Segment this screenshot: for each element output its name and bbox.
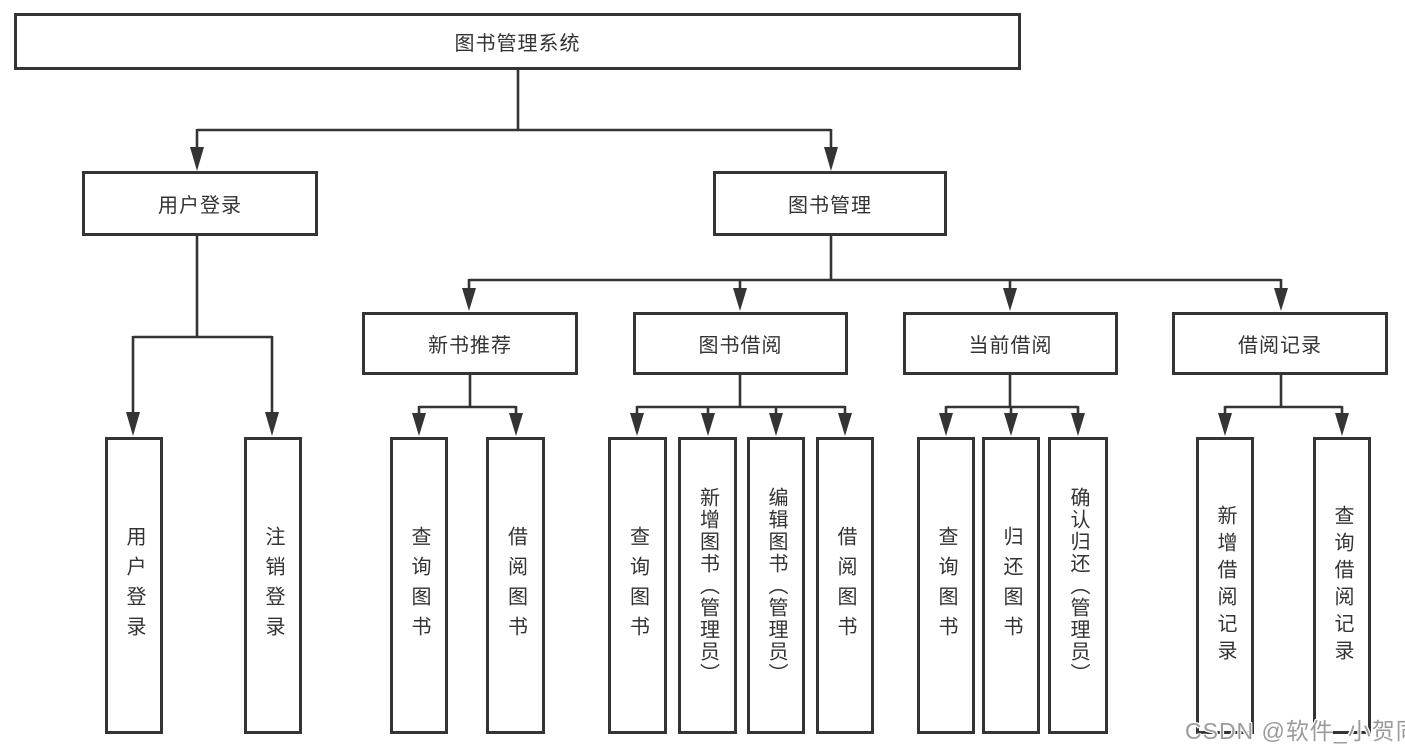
leaf-add-borrow-record: 新增借阅记录 xyxy=(1196,437,1254,734)
leaf-user-login: 用户登录 xyxy=(105,437,163,734)
leaf-borrow-books: 借阅图书 xyxy=(816,437,874,734)
node-new-book-recommendation: 新书推荐 xyxy=(362,312,578,375)
leaf-query-books-recommend: 查询图书 xyxy=(390,437,448,734)
leaf-borrow-books-recommend: 借阅图书 xyxy=(486,437,545,734)
node-user-login: 用户登录 xyxy=(82,171,318,236)
node-current-borrowing: 当前借阅 xyxy=(903,312,1118,375)
leaf-logout: 注销登录 xyxy=(244,437,302,734)
leaf-query-books-current: 查询图书 xyxy=(917,437,975,734)
node-book-borrowing: 图书借阅 xyxy=(633,312,848,375)
leaf-query-books-borrow: 查询图书 xyxy=(608,437,667,734)
node-borrowing-records: 借阅记录 xyxy=(1172,312,1388,375)
leaf-add-books-admin: 新增图书（管理员） xyxy=(678,437,737,734)
leaf-confirm-return-admin: 确认归还（管理员） xyxy=(1048,437,1108,734)
leaf-edit-books-admin: 编辑图书（管理员） xyxy=(747,437,805,734)
node-book-management: 图书管理 xyxy=(713,171,947,236)
csdn-watermark: CSDN @软件_小贺同学 xyxy=(1185,718,1405,744)
leaf-query-borrow-record: 查询借阅记录 xyxy=(1313,437,1371,734)
leaf-return-books: 归还图书 xyxy=(982,437,1040,734)
node-library-management-system: 图书管理系统 xyxy=(14,13,1021,70)
